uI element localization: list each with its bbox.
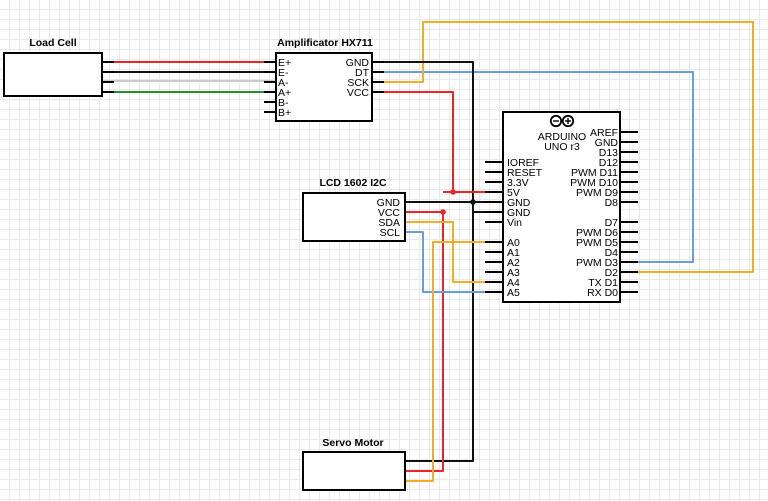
arduino-pin-label-ioref-0: IOREF — [507, 157, 539, 169]
hx711-module: Amplificator HX711 E+E-A-A+B-B+ GNDDTSCK… — [264, 37, 384, 122]
hx711-pin-label-b: B+ — [278, 107, 291, 119]
arduino-brand: ARDUINO — [538, 131, 586, 143]
lcd-pin-label-scl: SCL — [380, 227, 401, 239]
arduino-pin-label-aref-0: AREF — [590, 127, 618, 139]
hx711-pin-label-a: A- — [278, 77, 289, 89]
wire-vcc-lcd — [405, 211, 444, 472]
hx711-pin-label-dt: DT — [355, 67, 370, 79]
arduino-pin-label-d7-8: D7 — [605, 217, 619, 229]
arduino-infinity-icon — [549, 114, 575, 128]
arduino-pin-label-pwm-d6-9: PWM D6 — [576, 227, 618, 239]
arduino-pin-label-a3-10: A3 — [507, 267, 520, 279]
arduino-pin-label-3-3v-2: 3.3V — [507, 177, 529, 189]
servo-motor: Servo Motor — [302, 437, 406, 491]
arduino-pin-label-rx-d0-15: RX D0 — [587, 287, 618, 299]
arduino-model: UNO r3 — [544, 141, 580, 153]
arduino-pin-label-d12-3: D12 — [599, 157, 618, 169]
arduino-uno: ARDUINO UNO r3 IOREFRESET3.3V5VGNDGNDVin… — [485, 111, 638, 303]
hx711-pin-label-e: E+ — [278, 57, 291, 69]
arduino-pin-label-gnd-4: GND — [507, 197, 531, 209]
arduino-pin-label-d2-13: D2 — [605, 267, 619, 279]
load-cell: Load Cell — [3, 37, 114, 97]
lcd-pin-label-vcc: VCC — [378, 207, 401, 219]
arduino-pin-label-pwm-d11-4: PWM D11 — [571, 167, 618, 179]
junction-vcc — [450, 189, 456, 195]
hx711-pin-label-gnd: GND — [346, 57, 370, 69]
lcd-pin-label-sda: SDA — [378, 217, 400, 229]
junction-vcc-lcd — [440, 209, 446, 215]
wire-hx711-gnd — [372, 61, 474, 462]
arduino-pin-label-pwm-d3-12: PWM D3 — [576, 257, 618, 269]
hx711-body — [275, 52, 373, 122]
arduino-pin-label-pwm-d5-10: PWM D5 — [576, 237, 618, 249]
wire-hx711-sck — [372, 21, 754, 273]
hx711-pin-label-a: A+ — [278, 87, 291, 99]
arduino-pin-label-pwm-d10-5: PWM D10 — [570, 177, 618, 189]
wire-lcd-sda — [405, 221, 485, 283]
arduino-pin-label-d13-2: D13 — [599, 147, 618, 159]
hx711-pin-label-sck: SCK — [347, 77, 369, 89]
servo-body — [302, 451, 406, 491]
lcd-body — [302, 192, 406, 242]
arduino-pin-label-gnd-1: GND — [595, 137, 619, 149]
arduino-body — [502, 111, 621, 303]
wire-hx711-dt — [372, 71, 694, 263]
hx711-pin-label-e: E- — [278, 67, 289, 79]
wires — [102, 21, 754, 482]
junction-gnd — [470, 199, 476, 205]
arduino-pin-label-a0-7: A0 — [507, 237, 520, 249]
load-cell-body — [3, 52, 103, 97]
lcd-title: LCD 1602 I2C — [319, 177, 387, 189]
wire-servo-signal — [405, 241, 485, 482]
hx711-pin-label-b: B- — [278, 97, 289, 109]
hx711-pin-label-vcc: VCC — [347, 87, 370, 99]
wire-lcd-scl — [405, 231, 485, 293]
arduino-pin-label-pwm-d9-6: PWM D9 — [576, 187, 618, 199]
arduino-pin-label-d4-11: D4 — [605, 247, 619, 259]
hx711-title: Amplificator HX711 — [277, 37, 373, 49]
arduino-pin-label-vin-6: Vin — [507, 217, 522, 229]
servo-title: Servo Motor — [322, 437, 383, 449]
arduino-pin-label-tx-d1-14: TX D1 — [588, 277, 618, 289]
arduino-pin-label-a2-9: A2 — [507, 257, 520, 269]
arduino-pin-label-reset-1: RESET — [507, 167, 543, 179]
wire-hx711-vcc — [372, 91, 485, 193]
load-cell-title: Load Cell — [29, 37, 76, 49]
arduino-pin-label-a5-12: A5 — [507, 287, 520, 299]
lcd-pin-label-gnd: GND — [377, 197, 401, 209]
arduino-pin-label-a1-8: A1 — [507, 247, 520, 259]
arduino-pin-label-d8-7: D8 — [605, 197, 619, 209]
arduino-pin-label-5v-3: 5V — [507, 187, 520, 199]
arduino-pin-label-gnd-5: GND — [507, 207, 531, 219]
arduino-pin-label-a4-11: A4 — [507, 277, 520, 289]
